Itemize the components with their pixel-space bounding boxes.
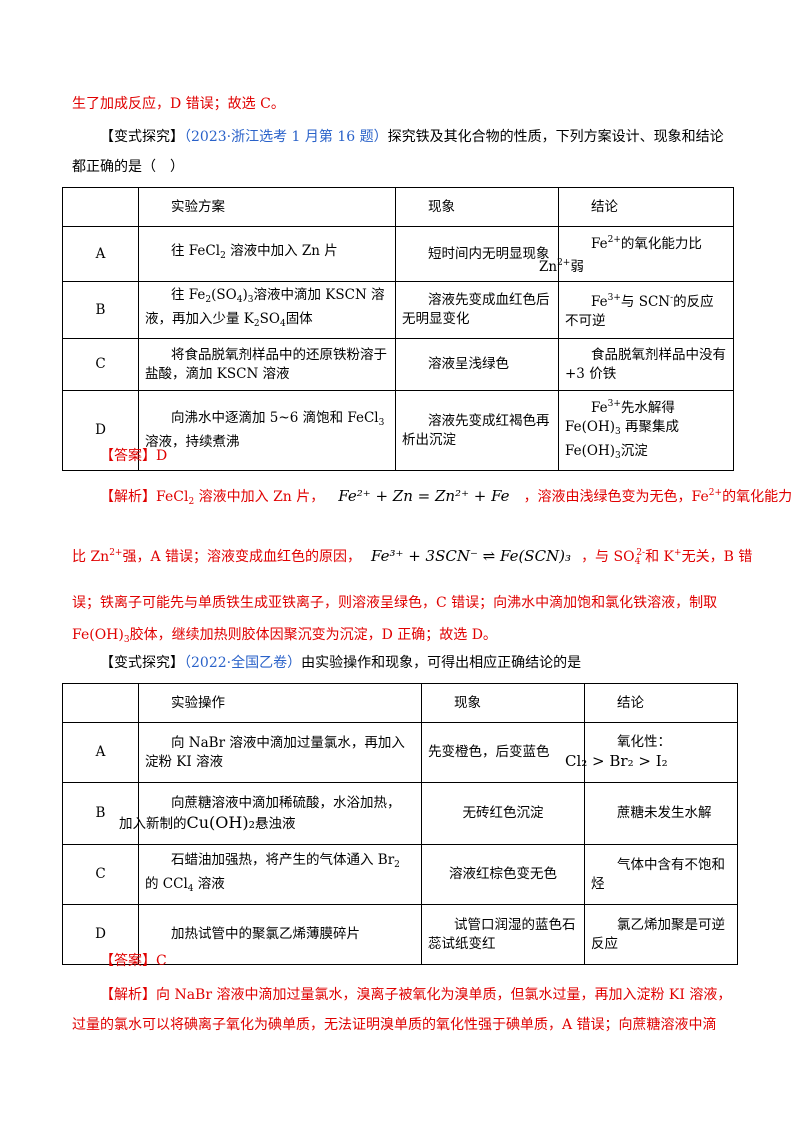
conclusion-cell: 蔗糖未发生水解	[584, 782, 738, 845]
operation-cell: 向蔗糖溶液中滴加稀硫酸，水浴加热，加入新制的Cu(OH)₂悬浊液	[119, 782, 422, 845]
header-plan: 实验方案	[138, 187, 396, 227]
answer-2: 【答案】C	[100, 953, 167, 969]
phenomenon-cell: 无砖红色沉淀	[421, 782, 585, 845]
plan-cell: 往 FeCl2 溶液中加入 Zn 片	[138, 226, 396, 282]
conclusion-cell: 氧化性：Cl₂ > Br₂ > I₂	[565, 722, 738, 783]
table-2: 实验操作 现象 结论 A 向 NaBr 溶液中滴加过量氯水，再加入淀粉 KI 溶…	[62, 683, 738, 965]
table-row: D 向沸水中逐滴加 5~6 滴饱和 FeCl3 溶液，持续煮沸 溶液先变成红褐色…	[62, 390, 734, 471]
previous-answer-tail: 生了加成反应，D 错误；故选 C。	[72, 96, 285, 112]
header-conclusion: 结论	[558, 187, 734, 227]
conclusion-cell: 食品脱氧剂样品中没有+3 价铁	[558, 338, 734, 391]
table-row: C 石蜡油加强热，将产生的气体通入 Br2 的 CCl4 溶液 溶液红棕色变无色…	[62, 844, 738, 905]
row-label: A	[62, 722, 139, 783]
header-operation: 实验操作	[138, 683, 422, 723]
operation-cell: 石蜡油加强热，将产生的气体通入 Br2 的 CCl4 溶液	[138, 844, 422, 905]
question-tag: 【变式探究】	[100, 129, 184, 145]
phenomenon-cell: 溶液先变成红褐色再析出沉淀	[395, 390, 559, 471]
explanation-1-line3: 误；铁离子可能先与单质铁生成亚铁离子，则溶液呈绿色，C 错误；向沸水中滴加饱和氯…	[72, 595, 718, 611]
phenomenon-cell: 短时间内无明显现象	[395, 226, 559, 282]
table-row: A 往 FeCl2 溶液中加入 Zn 片 短时间内无明显现象 Fe2+的氧化能力…	[62, 226, 734, 282]
header-phenomenon: 现象	[395, 187, 559, 227]
table-row: 实验操作 现象 结论	[62, 683, 738, 723]
table-row: C 将食品脱氧剂样品中的还原铁粉溶于盐酸，滴加 KSCN 溶液 溶液呈浅绿色 食…	[62, 338, 734, 391]
phenomenon-cell: 溶液先变成血红色后无明显变化	[395, 281, 559, 339]
row-label: D	[62, 390, 139, 471]
explanation-2-line1: 【解析】向 NaBr 溶液中滴加过量氯水，溴离子被氧化为溴单质，但氯水过量，再加…	[100, 987, 732, 1003]
equation-1: Fe²⁺ + Zn = Zn²⁺ + Fe	[338, 487, 510, 505]
row-label: B	[62, 782, 139, 845]
table-row: B 向蔗糖溶液中滴加稀硫酸，水浴加热，加入新制的Cu(OH)₂悬浊液 无砖红色沉…	[62, 782, 738, 845]
conclusion-cell: Fe3+与 SCN-的反应不可逆	[558, 281, 734, 339]
operation-cell: 向 NaBr 溶液中滴加过量氯水，再加入淀粉 KI 溶液	[138, 722, 422, 783]
row-label: A	[62, 226, 139, 282]
operation-cell: 加热试管中的聚氯乙烯薄膜碎片	[138, 904, 422, 965]
plan-cell: 将食品脱氧剂样品中的还原铁粉溶于盐酸，滴加 KSCN 溶液	[138, 338, 396, 391]
question-2-source: （2022·全国乙卷）	[184, 655, 302, 671]
table-1: 实验方案 现象 结论 A 往 FeCl2 溶液中加入 Zn 片 短时间内无明显现…	[62, 187, 734, 471]
table-row: A 向 NaBr 溶液中滴加过量氯水，再加入淀粉 KI 溶液 先变橙色，后变蓝色…	[62, 722, 738, 783]
conclusion-cell: 氯乙烯加聚是可逆反应	[584, 904, 738, 965]
row-label: C	[62, 844, 139, 905]
phenomenon-cell: 溶液红棕色变无色	[421, 844, 585, 905]
phenomenon-cell: 溶液呈浅绿色	[395, 338, 559, 391]
conclusion-cell: Fe3+先水解得 Fe(OH)3 再聚集成 Fe(OH)3沉淀	[558, 390, 734, 471]
conclusion-cell: 气体中含有不饱和烃	[584, 844, 738, 905]
question-1: 【变式探究】（2023·浙江选考 1 月第 16 题）探究铁及其化合物的性质，下…	[72, 126, 760, 148]
explanation-1-line4: Fe(OH)3胶体，继续加热则胶体因聚沉变为沉淀，D 正确；故选 D。	[72, 627, 497, 645]
header-conclusion: 结论	[584, 683, 738, 723]
explanation-2-line2: 过量的氯水可以将碘离子氧化为碘单质，无法证明溴单质的氧化性强于碘单质，A 错误；…	[72, 1017, 717, 1033]
question-text: 探究铁及其化合物的性质，下列方案设计、现象和结论	[387, 129, 724, 145]
table-row: B 往 Fe2(SO4)3溶液中滴加 KSCN 溶液，再加入少量 K2SO4固体…	[62, 281, 734, 339]
question-source: （2023·浙江选考 1 月第 16 题）	[184, 129, 388, 145]
question-1-line2: 都正确的是（ ）	[72, 159, 184, 175]
phenomenon-cell: 先变橙色，后变蓝色	[421, 722, 585, 783]
row-label: C	[62, 338, 139, 391]
row-label: D	[62, 904, 139, 965]
table-row: D 加热试管中的聚氯乙烯薄膜碎片 试管口润湿的蓝色石蕊试纸变红 氯乙烯加聚是可逆…	[62, 904, 738, 965]
header-phenomenon: 现象	[421, 683, 585, 723]
plan-cell: 往 Fe2(SO4)3溶液中滴加 KSCN 溶液，再加入少量 K2SO4固体	[138, 281, 396, 339]
explanation-1-line2: 比 Zn2+强，A 错误；溶液变成血红色的原因，Fe³⁺ + 3SCN⁻ ⇌ F…	[72, 547, 753, 567]
equation-2: Fe³⁺ + 3SCN⁻ ⇌ Fe(SCN)₃	[371, 547, 572, 565]
explanation-1-line1: 【解析】FeCl2 溶液中加入 Zn 片，Fe²⁺ + Zn = Zn²⁺ + …	[100, 487, 793, 507]
question-2: 【变式探究】（2022·全国乙卷）由实验操作和现象，可得出相应正确结论的是	[100, 655, 582, 671]
table-cell	[62, 187, 139, 227]
table-row: 实验方案 现象 结论	[62, 187, 734, 227]
answer-1: 【答案】D	[100, 448, 168, 464]
table-cell	[62, 683, 139, 723]
row-label: B	[62, 281, 139, 339]
